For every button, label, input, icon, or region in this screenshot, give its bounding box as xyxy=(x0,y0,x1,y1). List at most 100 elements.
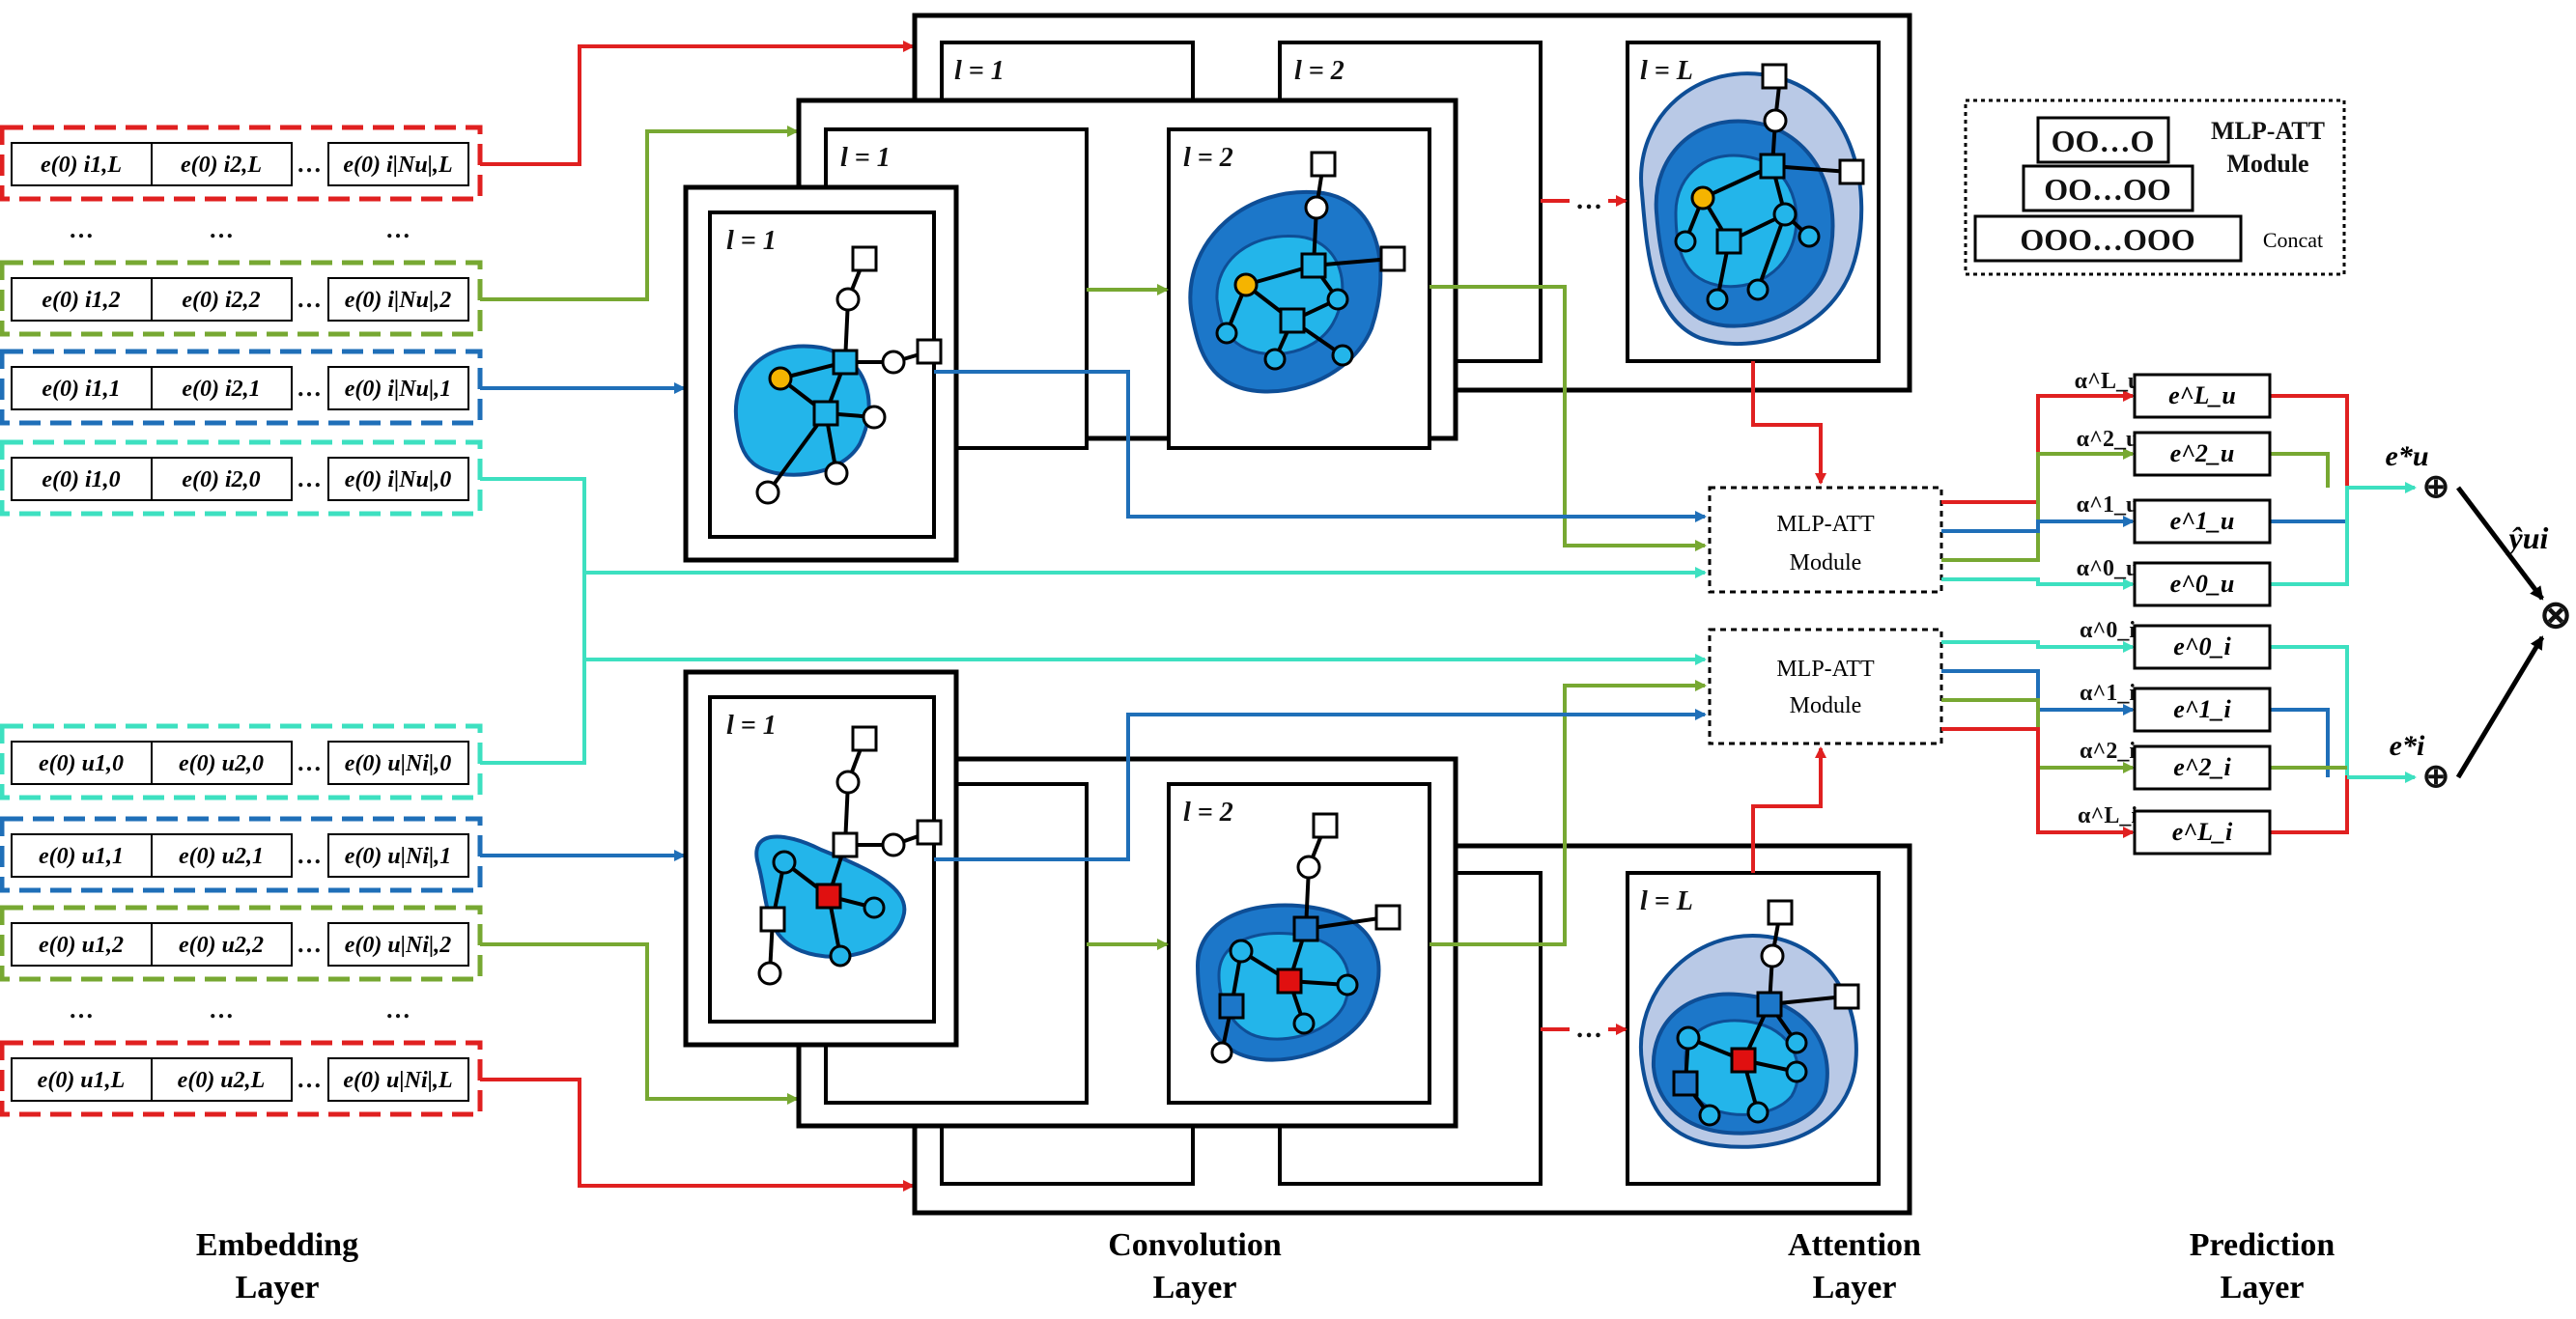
item-prediction-embeddings: α^0_i e^0_i α^1_i e^1_i α^2_i e^2_i α^L_… xyxy=(2078,618,2272,856)
layer-embedding: e^0_i xyxy=(2173,632,2231,660)
attention-layer-label: Attention xyxy=(1788,1227,1921,1263)
item-embedding-row-L: e(0) i1,L e(0) i2,L … e(0) i|Nu|,L xyxy=(0,125,483,202)
embedding-cell: e(0) u1,1 xyxy=(39,844,124,869)
product-icon: ⊗ xyxy=(2539,593,2572,636)
attention-weight: α^1_i xyxy=(2080,681,2136,706)
embedding-cell: e(0) i1,0 xyxy=(42,467,120,492)
embedding-cell: e(0) u2,1 xyxy=(179,844,264,869)
item-final-embedding: e*i xyxy=(2390,730,2425,762)
attention-layer-label: Layer xyxy=(1813,1270,1897,1305)
item-embedding-row-1: e(0) i1,1 e(0) i2,1 … e(0) i|Nu|,1 xyxy=(0,349,483,426)
embedding-cell: e(0) i|Nu|,2 xyxy=(345,288,452,313)
user-embedding-row-L: e(0) u1,L e(0) u2,L … e(0) u|Ni|,L xyxy=(0,1040,483,1117)
ellipsis: … xyxy=(1575,1014,1602,1044)
module-title: Module xyxy=(1790,693,1862,718)
vertical-ellipsis: … xyxy=(209,996,234,1024)
embedding-cell: e(0) u1,0 xyxy=(39,751,124,776)
ellipsis: … xyxy=(297,1065,322,1093)
module-title: Module xyxy=(1790,550,1862,575)
layer-embedding: e^1_i xyxy=(2173,695,2231,723)
graph-layer-1-item xyxy=(754,725,943,986)
propagation-arrows: … … xyxy=(934,185,1826,1044)
embedding-cell: e(0) u2,0 xyxy=(179,751,264,776)
embedding-cell: e(0) i|Nu|,0 xyxy=(345,467,452,492)
embedding-cell: e(0) u|Ni|,2 xyxy=(345,933,452,958)
conv-top-stack: l = 1 l = 2 l = L xyxy=(683,13,1912,563)
embedding-cell: e(0) i1,2 xyxy=(42,288,120,313)
attention-weight: α^2_u xyxy=(2077,427,2139,452)
ellipsis: … xyxy=(1575,185,1602,215)
user-embedding-row-0: e(0) u1,0 e(0) u2,0 … e(0) u|Ni|,0 xyxy=(0,723,483,800)
vertical-ellipsis: … xyxy=(385,215,410,243)
legend-circles: OOO…OOO xyxy=(2020,222,2194,257)
prediction-layer-label: Prediction xyxy=(2190,1227,2335,1263)
user-prediction-embeddings: α^L_u e^L_u α^2_u e^2_u α^1_u e^1_u α^0_… xyxy=(2075,369,2272,607)
item-embedding-block: e(0) i1,L e(0) i2,L … e(0) i|Nu|,L … … …… xyxy=(0,125,483,517)
ellipsis: … xyxy=(297,464,322,492)
embedding-cell: e(0) u1,2 xyxy=(39,933,124,958)
legend-circles: OO…O xyxy=(2052,124,2155,158)
module-title: MLP-ATT xyxy=(1776,657,1875,682)
legend-title: Module xyxy=(2226,150,2308,178)
layer-title: l = L xyxy=(1640,56,1693,86)
prediction-connectors xyxy=(1941,390,2417,838)
layer-embedding: e^0_u xyxy=(2170,570,2235,598)
layer-embedding: e^L_u xyxy=(2168,381,2236,409)
layer-embedding: e^2_i xyxy=(2173,753,2231,781)
embedding-cell: e(0) u|Ni|,0 xyxy=(345,751,452,776)
layer-title: l = 2 xyxy=(1183,143,1233,173)
conv-bottom-stack: l = L xyxy=(683,669,1912,1216)
layer-title: l = 1 xyxy=(954,56,1005,86)
attention-module-item: MLP-ATT Module xyxy=(1708,628,1943,745)
sum-icon: ⊕ xyxy=(2422,469,2450,505)
vertical-ellipsis: … xyxy=(69,215,94,243)
ellipsis: … xyxy=(297,748,322,776)
graph-layer-2-user xyxy=(1188,151,1406,394)
attention-weight: α^0_i xyxy=(2080,618,2136,643)
attention-weight: α^L_i xyxy=(2078,803,2137,828)
layer-title: l = 2 xyxy=(1294,56,1345,86)
user-embedding-row-2: e(0) u1,2 e(0) u2,2 … e(0) u|Ni|,2 xyxy=(0,905,483,982)
embedding-layer-label: Layer xyxy=(236,1270,320,1305)
user-embedding-row-1: e(0) u1,1 e(0) u2,1 … e(0) u|Ni|,1 xyxy=(0,816,483,893)
embedding-cell: e(0) u|Ni|,1 xyxy=(345,844,452,869)
connector-lines xyxy=(480,41,1707,1192)
final-outputs: e*u ⊕ e*i ⊕ ŷui ⊗ xyxy=(2386,440,2572,795)
vertical-ellipsis: … xyxy=(69,996,94,1024)
graph-layer-L-item xyxy=(1638,899,1860,1149)
ellipsis: … xyxy=(297,374,322,402)
embedding-layer-label: Embedding xyxy=(196,1227,358,1263)
layer-embedding: e^L_i xyxy=(2172,818,2233,846)
layer-embedding: e^1_u xyxy=(2170,507,2235,535)
convolution-layer-label: Convolution xyxy=(1108,1227,1282,1263)
ellipsis: … xyxy=(297,150,322,178)
user-embedding-block: e(0) u1,0 e(0) u2,0 … e(0) u|Ni|,0 e(0) … xyxy=(0,723,483,1117)
attention-module-user: MLP-ATT Module xyxy=(1708,486,1943,594)
vertical-ellipsis: … xyxy=(209,215,234,243)
attention-weight: α^1_u xyxy=(2077,492,2139,518)
attention-weight: α^L_u xyxy=(2075,369,2141,394)
mlp-att-legend: OO…O OO…OO OOO…OOO MLP-ATT Module Concat xyxy=(1964,98,2346,276)
embedding-cell: e(0) i1,L xyxy=(41,153,122,178)
attention-weight: α^0_u xyxy=(2077,556,2139,581)
ellipsis: … xyxy=(297,841,322,869)
ellipsis: … xyxy=(297,930,322,958)
embedding-cell: e(0) u1,L xyxy=(38,1068,126,1093)
ellipsis: … xyxy=(297,285,322,313)
embedding-cell: e(0) u2,2 xyxy=(179,933,264,958)
item-embedding-row-0: e(0) i1,0 e(0) i2,0 … e(0) i|Nu|,0 xyxy=(0,439,483,517)
legend-circles: OO…OO xyxy=(2044,172,2171,207)
convolution-layer-label: Layer xyxy=(1153,1270,1237,1305)
graph-layer-1-user xyxy=(733,245,943,505)
graph-layer-2-item xyxy=(1195,812,1401,1064)
layer-title: l = 2 xyxy=(1183,798,1233,828)
user-final-embedding: e*u xyxy=(2386,440,2429,472)
item-embedding-row-2: e(0) i1,2 e(0) i2,2 … e(0) i|Nu|,2 xyxy=(0,260,483,337)
prediction-layer-label: Layer xyxy=(2221,1270,2305,1305)
layer-title: l = 1 xyxy=(726,711,777,741)
embedding-cell: e(0) i2,L xyxy=(181,153,262,178)
layer-embedding: e^2_u xyxy=(2170,439,2235,467)
legend-title: MLP-ATT xyxy=(2211,117,2325,145)
layer-title: l = L xyxy=(1640,886,1693,916)
